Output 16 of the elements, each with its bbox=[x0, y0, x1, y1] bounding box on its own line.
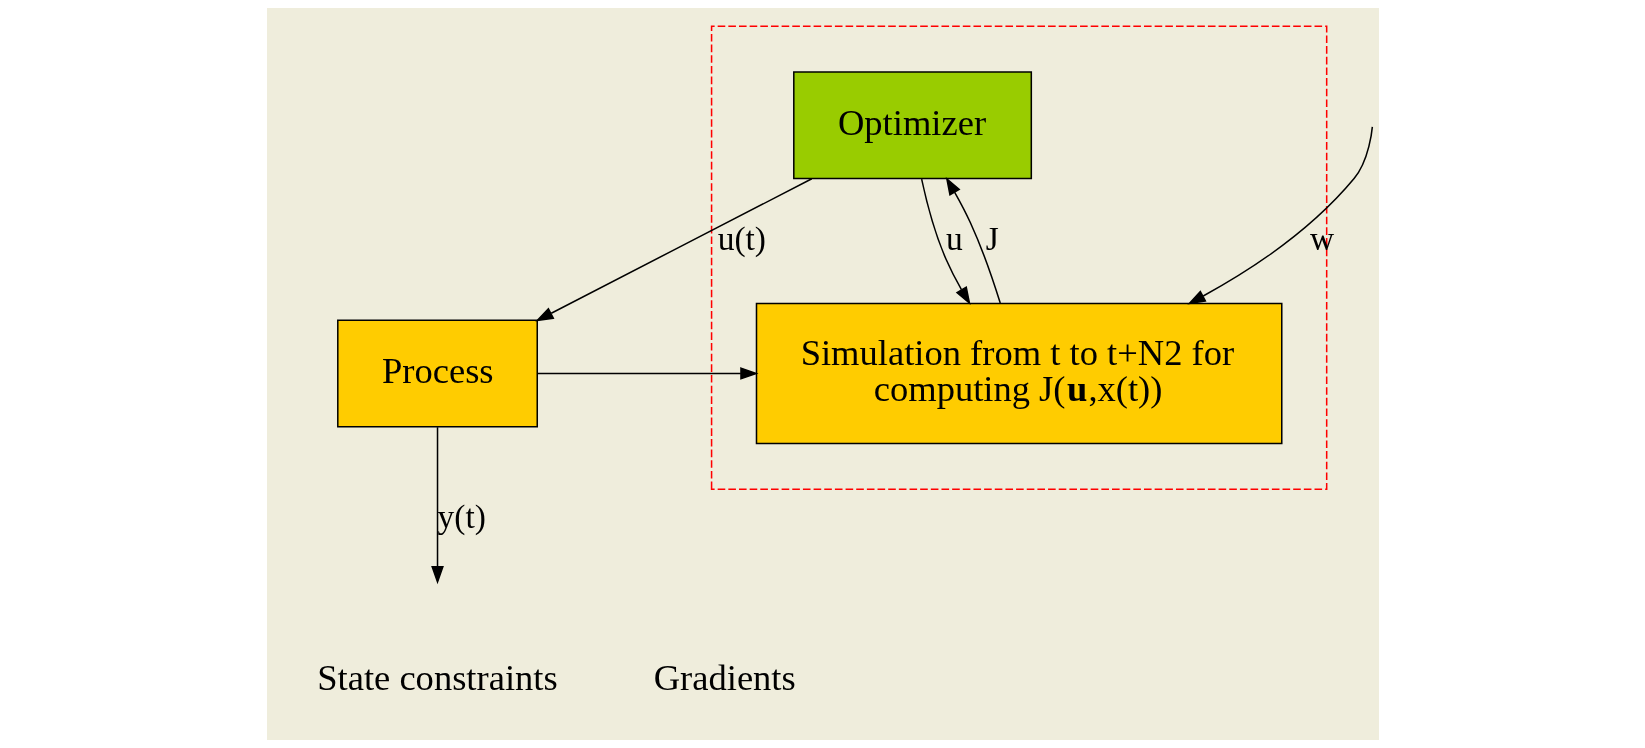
node-box: Simulation from t to t+N2 for computing J(u,x(t)) bbox=[755, 302, 1283, 445]
node-box: Optimizer bbox=[792, 71, 1032, 180]
label: Gradients bbox=[653, 657, 796, 699]
arrow bbox=[430, 426, 444, 585]
arrow bbox=[920, 178, 971, 305]
arrow bbox=[945, 176, 1001, 304]
edge-label: w bbox=[1309, 219, 1334, 257]
edge-label: u bbox=[945, 219, 963, 257]
arrow bbox=[534, 178, 813, 322]
edge-label: J bbox=[985, 219, 999, 257]
label: State constraints bbox=[316, 657, 558, 699]
arrow bbox=[536, 367, 758, 380]
edge-label: u(t) bbox=[717, 219, 766, 257]
edge-label: y(t) bbox=[437, 498, 486, 536]
node-box: Process bbox=[336, 319, 538, 428]
arrow bbox=[1186, 126, 1373, 305]
